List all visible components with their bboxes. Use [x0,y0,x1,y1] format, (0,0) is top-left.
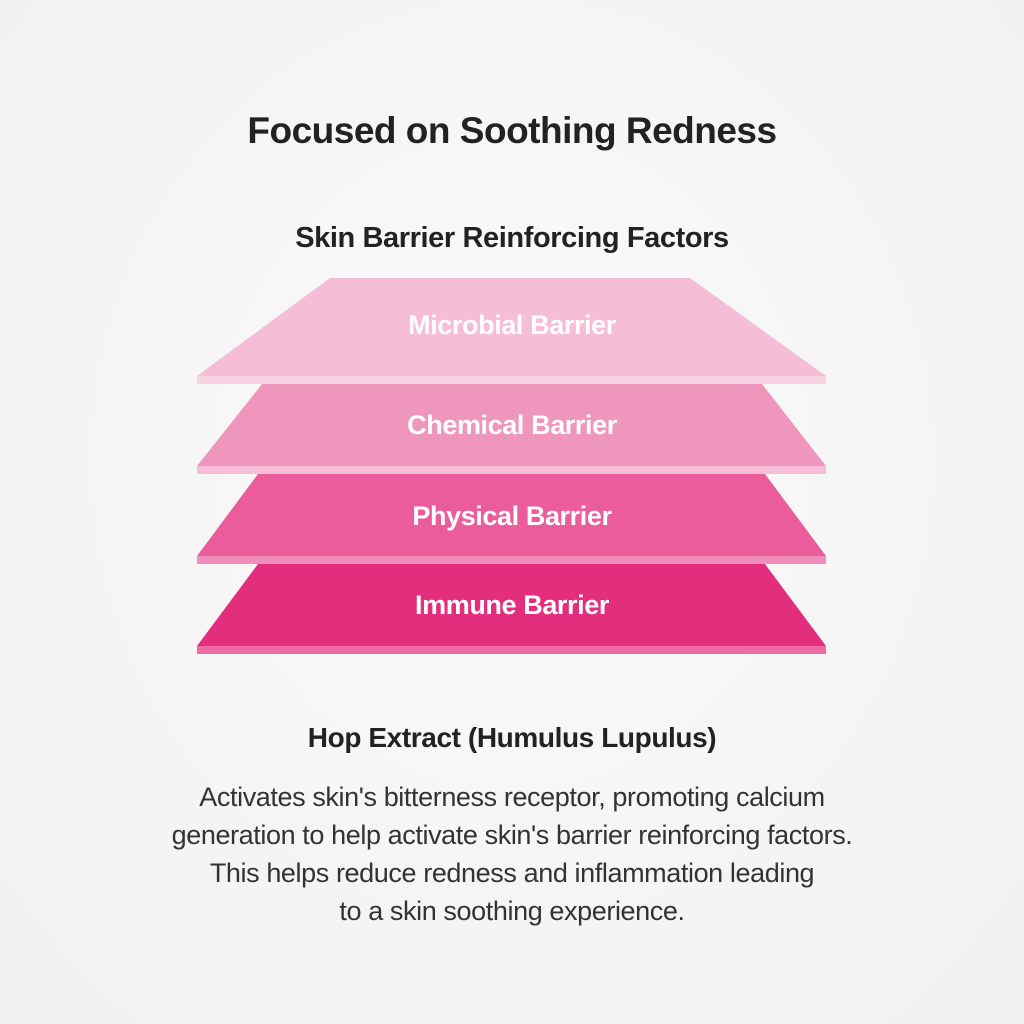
chemical-barrier-shape [197,384,826,466]
immune-barrier-layer [197,564,826,654]
physical-barrier-edge [197,556,826,564]
microbial-barrier-label: Microbial Barrier [408,310,616,340]
chemical-barrier-edge [197,466,826,474]
description-line: This helps reduce redness and inflammati… [209,858,815,888]
immune-barrier-label: Immune Barrier [415,590,609,620]
microbial-barrier-shape [197,278,826,376]
description-line: to a skin soothing experience. [339,896,685,926]
ingredient-title: Hop Extract (Humulus Lupulus) [307,722,717,753]
chemical-barrier-layer [197,384,826,474]
microbial-barrier-layer [197,278,826,384]
physical-barrier-label: Physical Barrier [412,501,612,531]
immune-barrier-edge [197,646,826,654]
physical-barrier-layer [197,474,826,564]
chemical-barrier-label: Chemical Barrier [407,410,617,440]
microbial-barrier-edge [197,376,826,384]
page-title: Focused on Soothing Redness [247,110,777,151]
description-line: generation to help activate skin's barri… [171,820,853,850]
description-line: Activates skin's bitterness receptor, pr… [199,782,825,812]
immune-barrier-shape [197,564,826,646]
ingredient-description: Activates skin's bitterness receptor, pr… [112,778,912,930]
section-subtitle: Skin Barrier Reinforcing Factors [295,222,729,254]
physical-barrier-shape [197,474,826,556]
